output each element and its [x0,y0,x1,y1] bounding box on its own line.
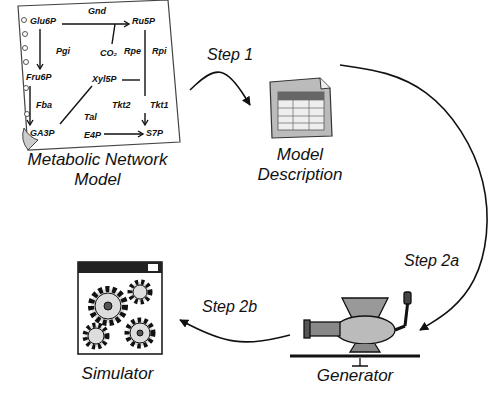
step-label: Step 2b [200,298,259,316]
metabolite-label: Tal [84,112,97,123]
metabolite-label: S7P [146,128,163,139]
step-arrow [190,72,250,105]
metabolite-label: Fba [36,100,52,111]
node-caption: Model Description [250,145,350,185]
metabolite-label: Tkt2 [112,100,131,111]
node-caption: Generator [315,366,396,386]
step-arrow [340,65,487,330]
step-label: Step 2a [402,252,461,270]
stage-node: Simulator [55,250,180,384]
metabolite-label: Gnd [88,6,106,17]
grinder-icon [290,292,420,366]
metabolite-label: Pgi [56,46,70,57]
metabolite-label: Rpe [124,46,141,57]
metabolite-label: GA3P [30,128,55,139]
step-label: Step 1 [205,46,255,64]
stage-node: Generator [290,290,420,386]
metabolite-label: Tkt1 [150,100,169,111]
stage-node: Model Description [250,65,350,185]
node-caption: Simulator [80,364,156,384]
document-icon [270,78,332,138]
pathway-arrows [27,21,148,137]
metabolite-label: CO₂ [100,48,117,59]
paper-sheet [18,0,180,150]
stage-node: Metabolic Network Model [5,0,190,190]
node-caption: Metabolic Network Model [5,150,190,190]
step-arrow [180,320,290,342]
metabolite-label: Xyl5P [92,74,117,85]
metabolite-label: Glu6P [30,16,56,27]
metabolite-label: Ru5P [132,16,155,27]
metabolite-label: E4P [84,130,101,141]
metabolite-label: Rpi [152,46,167,57]
simulator-icon [78,262,162,354]
metabolite-label: Fru6P [26,72,52,83]
